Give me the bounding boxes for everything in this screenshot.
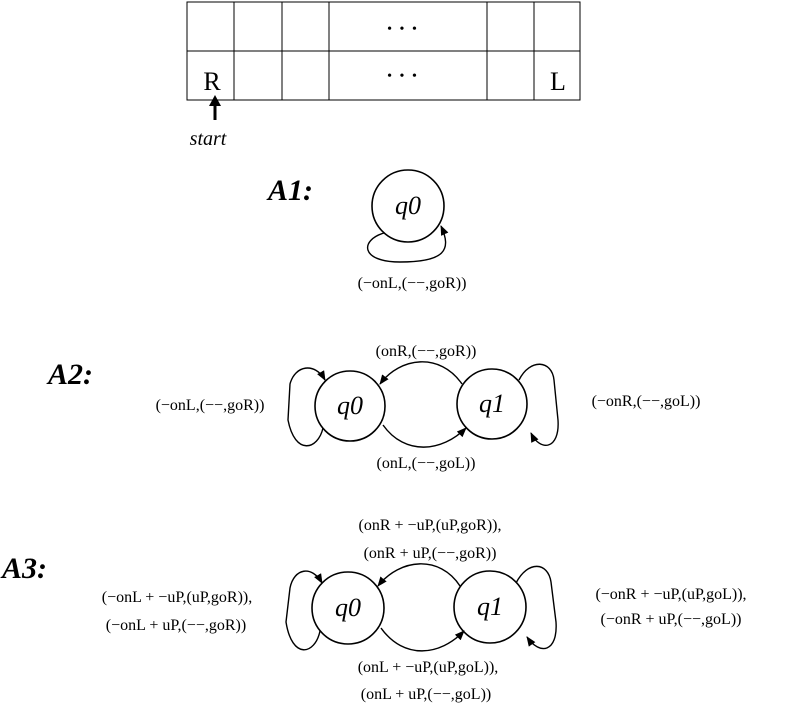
a2-right-loop-label: (−onR,(−−,goL)) (592, 393, 701, 410)
a3-title: A3: (0, 552, 47, 585)
a1-self-loop (367, 225, 449, 263)
tape-cell-left: R (203, 67, 221, 96)
a1-state-q0 (371, 169, 445, 243)
a3-left-loop-label-2: (−onL + uP,(−−,goR)) (106, 617, 246, 634)
a2-state-q0 (314, 370, 386, 442)
a2-state-q0-label: q0 (337, 391, 363, 420)
a2-state-q1-label: q1 (479, 389, 505, 418)
a3-edge-bottom (380, 627, 465, 652)
a3-right-loop (515, 565, 557, 650)
a3-edge-bottom-label-1: (onL + −uP,(uP,goL)), (358, 659, 499, 676)
a3-edge-top (377, 563, 461, 587)
automaton-a1: A1: q0 (−onL,(−−,goR)) (266, 169, 467, 292)
a2-left-loop-label: (−onL,(−−,goR)) (156, 397, 265, 414)
a3-state-q1-label: q1 (477, 592, 503, 621)
a3-state-q0-label: q0 (335, 593, 361, 622)
a2-title: A2: (46, 358, 93, 391)
a1-self-loop-label: (−onL,(−−,goR)) (358, 275, 467, 292)
automaton-a2: A2: q0 q1 (onR,(−−,goR)) (onL,(−−,goL)) … (46, 343, 700, 472)
a2-edge-top (379, 361, 463, 385)
a2-right-loop (518, 363, 559, 446)
a2-state-q1 (456, 368, 528, 440)
a3-state-q0 (311, 571, 385, 645)
a3-left-loop-label-1: (−onL + −uP,(uP,goR)), (102, 589, 252, 606)
a1-title: A1: (266, 174, 313, 207)
a3-state-q1 (453, 570, 527, 644)
a3-left-loop (285, 570, 323, 651)
a1-state-q0-label: q0 (395, 191, 421, 220)
a3-edge-top-label-1: (onR + −uP,(uP,goR)), (359, 517, 502, 534)
start-label: start (190, 128, 227, 150)
tape-ellipsis-bottom: • • • (387, 69, 419, 84)
automaton-a3: A3: q0 q1 (onR + −uP,(uP,goR)), (onR + u… (0, 517, 747, 703)
a3-right-loop-label-2: (−onR + uP,(−−,goL)) (601, 611, 742, 628)
a2-edge-top-label: (onR,(−−,goR)) (376, 343, 477, 360)
tape: • • • • • • R L start (186, 1, 581, 150)
a2-left-loop (287, 367, 326, 447)
a3-edge-bottom-label-2: (onL + uP,(−−,goL)) (361, 686, 491, 703)
a3-right-loop-label-1: (−onR + −uP,(uP,goL)), (595, 586, 746, 603)
start-arrow-head (209, 95, 221, 106)
a2-edge-bottom-label: (onL,(−−,goL)) (377, 455, 476, 472)
tape-ellipsis-top: • • • (387, 22, 419, 37)
tape-cell-right: L (550, 67, 566, 96)
a3-edge-top-label-2: (onR + uP,(−−,goR)) (364, 545, 497, 562)
a2-edge-bottom (382, 424, 467, 448)
